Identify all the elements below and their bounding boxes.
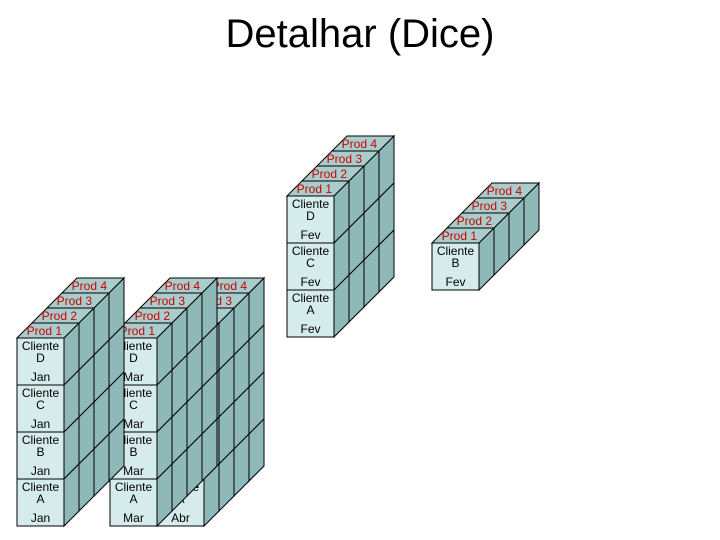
- cliente-letter: D: [129, 351, 138, 365]
- cliente-label: Cliente: [22, 480, 60, 494]
- cube-front-face: [286, 289, 335, 338]
- product-label: Prod 1: [297, 182, 333, 196]
- cube-front-face: [109, 478, 158, 527]
- product-label: Prod 4: [487, 184, 523, 198]
- cube-front-face: [16, 431, 65, 480]
- product-label: Prod 4: [342, 137, 378, 151]
- cliente-label: Cliente: [292, 291, 330, 305]
- product-label: Prod 3: [327, 152, 363, 166]
- cliente-letter: B: [129, 445, 137, 459]
- cliente-letter: C: [36, 398, 45, 412]
- product-label: Prod 2: [135, 309, 171, 323]
- cliente-letter: D: [306, 209, 315, 223]
- cliente-letter: C: [306, 256, 315, 270]
- product-label: Prod 4: [72, 279, 108, 293]
- product-label: Prod 1: [442, 229, 478, 243]
- cube-front-face: [16, 384, 65, 433]
- page-title: Detalhar (Dice): [225, 12, 495, 56]
- cliente-letter: A: [36, 492, 44, 506]
- time-label: Jan: [31, 370, 50, 384]
- cliente-letter: B: [36, 445, 44, 459]
- cliente-letter: A: [129, 492, 137, 506]
- cliente-label: Cliente: [22, 386, 60, 400]
- cube-front-face: [286, 195, 335, 244]
- product-label: Prod 3: [150, 294, 186, 308]
- cube-front-face: [16, 337, 65, 386]
- cliente-letter: B: [451, 256, 459, 270]
- cliente-label: Cliente: [292, 244, 330, 258]
- product-label: Prod 3: [472, 199, 508, 213]
- cliente-label: Cliente: [115, 480, 153, 494]
- cliente-letter: A: [306, 303, 314, 317]
- cube-front-face: [286, 242, 335, 291]
- time-label: Abr: [171, 511, 190, 525]
- cliente-label: Cliente: [22, 339, 60, 353]
- time-label: Jan: [31, 417, 50, 431]
- cliente-label: Cliente: [22, 433, 60, 447]
- product-label: Prod 4: [165, 279, 201, 293]
- time-label: Fev: [300, 275, 320, 289]
- product-label: Prod 2: [312, 167, 348, 181]
- cliente-label: Cliente: [292, 197, 330, 211]
- time-label: Jan: [31, 511, 50, 525]
- time-label: Mar: [123, 464, 144, 478]
- product-label: Prod 2: [42, 309, 78, 323]
- product-label: Prod 4: [212, 279, 248, 293]
- time-label: Fev: [300, 322, 320, 336]
- cube-front-face: [431, 242, 480, 291]
- cliente-letter: D: [36, 351, 45, 365]
- cube-front-face: [16, 478, 65, 527]
- product-label: Prod 1: [120, 324, 156, 338]
- product-label: Prod 3: [57, 294, 93, 308]
- product-label: Prod 2: [457, 214, 493, 228]
- time-label: Mar: [123, 511, 144, 525]
- time-label: Mar: [123, 370, 144, 384]
- product-label: Prod 1: [27, 324, 63, 338]
- time-label: Fev: [445, 275, 465, 289]
- time-label: Fev: [300, 228, 320, 242]
- cliente-letter: C: [129, 398, 138, 412]
- time-label: Mar: [123, 417, 144, 431]
- time-label: Jan: [31, 464, 50, 478]
- cliente-label: Cliente: [437, 244, 475, 258]
